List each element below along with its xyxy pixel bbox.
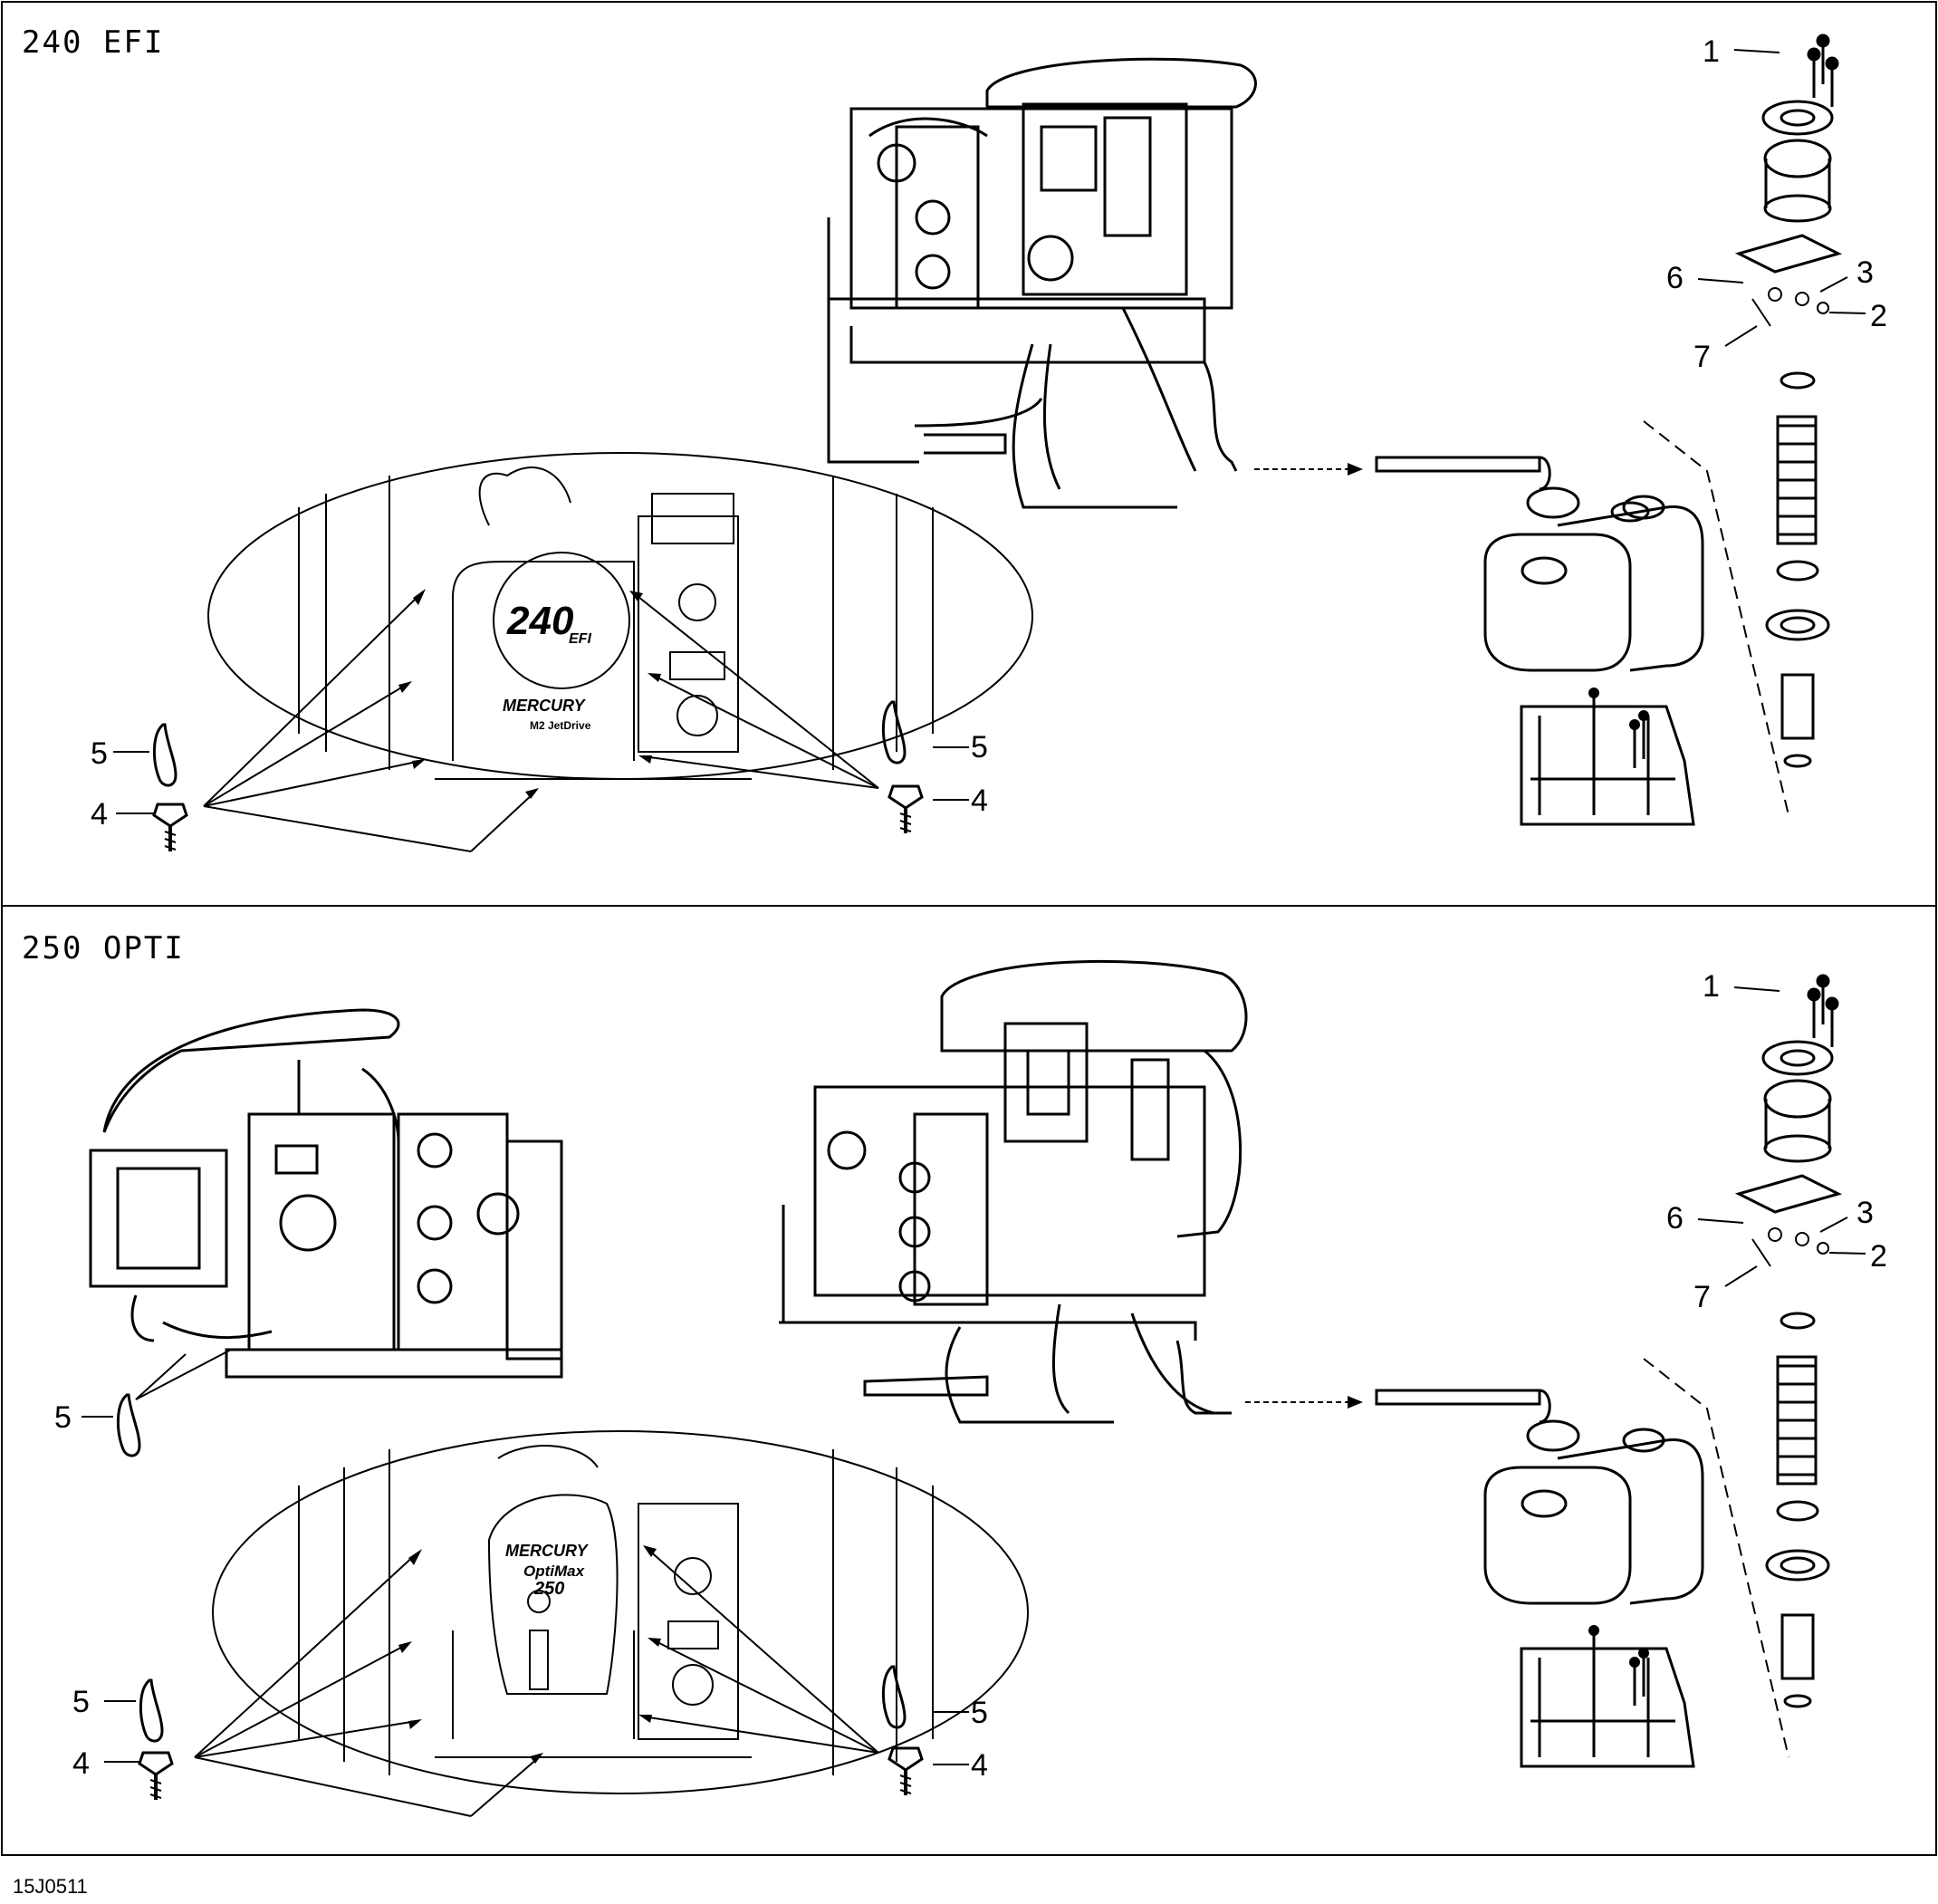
oval-brand-240: MERCURY [503, 697, 587, 715]
pointers-left-engine-250 [135, 1349, 232, 1400]
callout-3-250: 3 [1856, 1196, 1874, 1230]
pointer-heads-250 [398, 1545, 661, 1764]
screw-clip-4-left-240 [152, 803, 188, 853]
pointers-clips-250 [194, 1548, 879, 1817]
detail-oval-240 [207, 452, 1033, 780]
callout-7: 7 [1693, 340, 1711, 374]
figure-code: 15J0511 [13, 1875, 88, 1898]
engine-left-250 [89, 1008, 563, 1379]
oval-badge-240: 240 [506, 599, 574, 643]
cable-tie-5-right-250 [881, 1665, 907, 1729]
fuel-tank-assembly-240 [1375, 456, 1704, 826]
callout-5-engine-250: 5 [54, 1400, 72, 1435]
pointer-engine-to-tank-240 [1254, 463, 1363, 476]
detail-oval-250 [212, 1430, 1029, 1794]
callout-1-250: 1 [1703, 969, 1720, 1004]
tank-strap-screws-250 [1587, 1623, 1651, 1707]
callout-2: 2 [1870, 299, 1887, 333]
callout-5-right: 5 [971, 730, 988, 764]
callout-4-right-250: 4 [971, 1748, 988, 1783]
callout-6-250: 6 [1666, 1201, 1684, 1236]
tank-strap-screws-240 [1587, 686, 1651, 770]
panel-title-250-opti: 250 OPTI [22, 930, 185, 966]
callout-1: 1 [1703, 34, 1720, 69]
washers-240 [1751, 287, 1829, 327]
leaders-clips-250 [104, 1700, 969, 1765]
filler-stack-250 [1734, 974, 1843, 1708]
callout-6: 6 [1666, 261, 1684, 295]
oval-brand-sub-240: M2 JetDrive [530, 719, 591, 732]
callout-4-left: 4 [91, 797, 108, 832]
callout-5-left: 5 [91, 736, 108, 771]
panel-title-240-efi: 240 EFI [22, 24, 164, 61]
oval-badge-250: OptiMax [523, 1563, 586, 1580]
callout-2-250: 2 [1870, 1239, 1887, 1274]
leaders-clips-240 [113, 746, 969, 814]
callout-4-right: 4 [971, 784, 988, 818]
oval-badge-sub-240: EFI [569, 631, 591, 647]
screw-clip-4-right-240 [887, 784, 924, 835]
leaders-top-240 [1697, 49, 1866, 347]
pointer-engine-to-tank-250 [1245, 1396, 1363, 1409]
engine-center-250 [779, 959, 1248, 1424]
pointer-heads-240 [398, 589, 661, 799]
cable-tie-5-right-240 [881, 700, 907, 764]
cable-tie-5-left-250 [139, 1678, 164, 1743]
cable-tie-5-engine-250 [116, 1393, 141, 1457]
figure-frame [1, 1, 1937, 1856]
callout-5-left-250: 5 [72, 1685, 90, 1719]
oval-badge-sub-250: 250 [533, 1579, 564, 1599]
filler-stack-240 [1734, 34, 1843, 768]
oval-brand-250: MERCURY [505, 1542, 590, 1560]
screw-clip-4-left-250 [138, 1751, 174, 1802]
screw-clip-4-right-250 [887, 1746, 924, 1797]
pointers-clips-240 [203, 592, 879, 852]
cable-tie-5-left-240 [152, 723, 177, 787]
fuel-tank-assembly-250 [1375, 1389, 1704, 1768]
callout-5-right-250: 5 [971, 1696, 988, 1730]
engine-assembly-240 [827, 57, 1257, 509]
filler-guide-250 [1643, 1358, 1789, 1758]
washers-250 [1751, 1227, 1829, 1267]
filler-guide-240 [1643, 420, 1789, 816]
leaders-top-250 [1697, 986, 1866, 1287]
callout-7-250: 7 [1693, 1280, 1711, 1314]
callout-3: 3 [1856, 255, 1874, 290]
callout-4-left-250: 4 [72, 1746, 90, 1781]
